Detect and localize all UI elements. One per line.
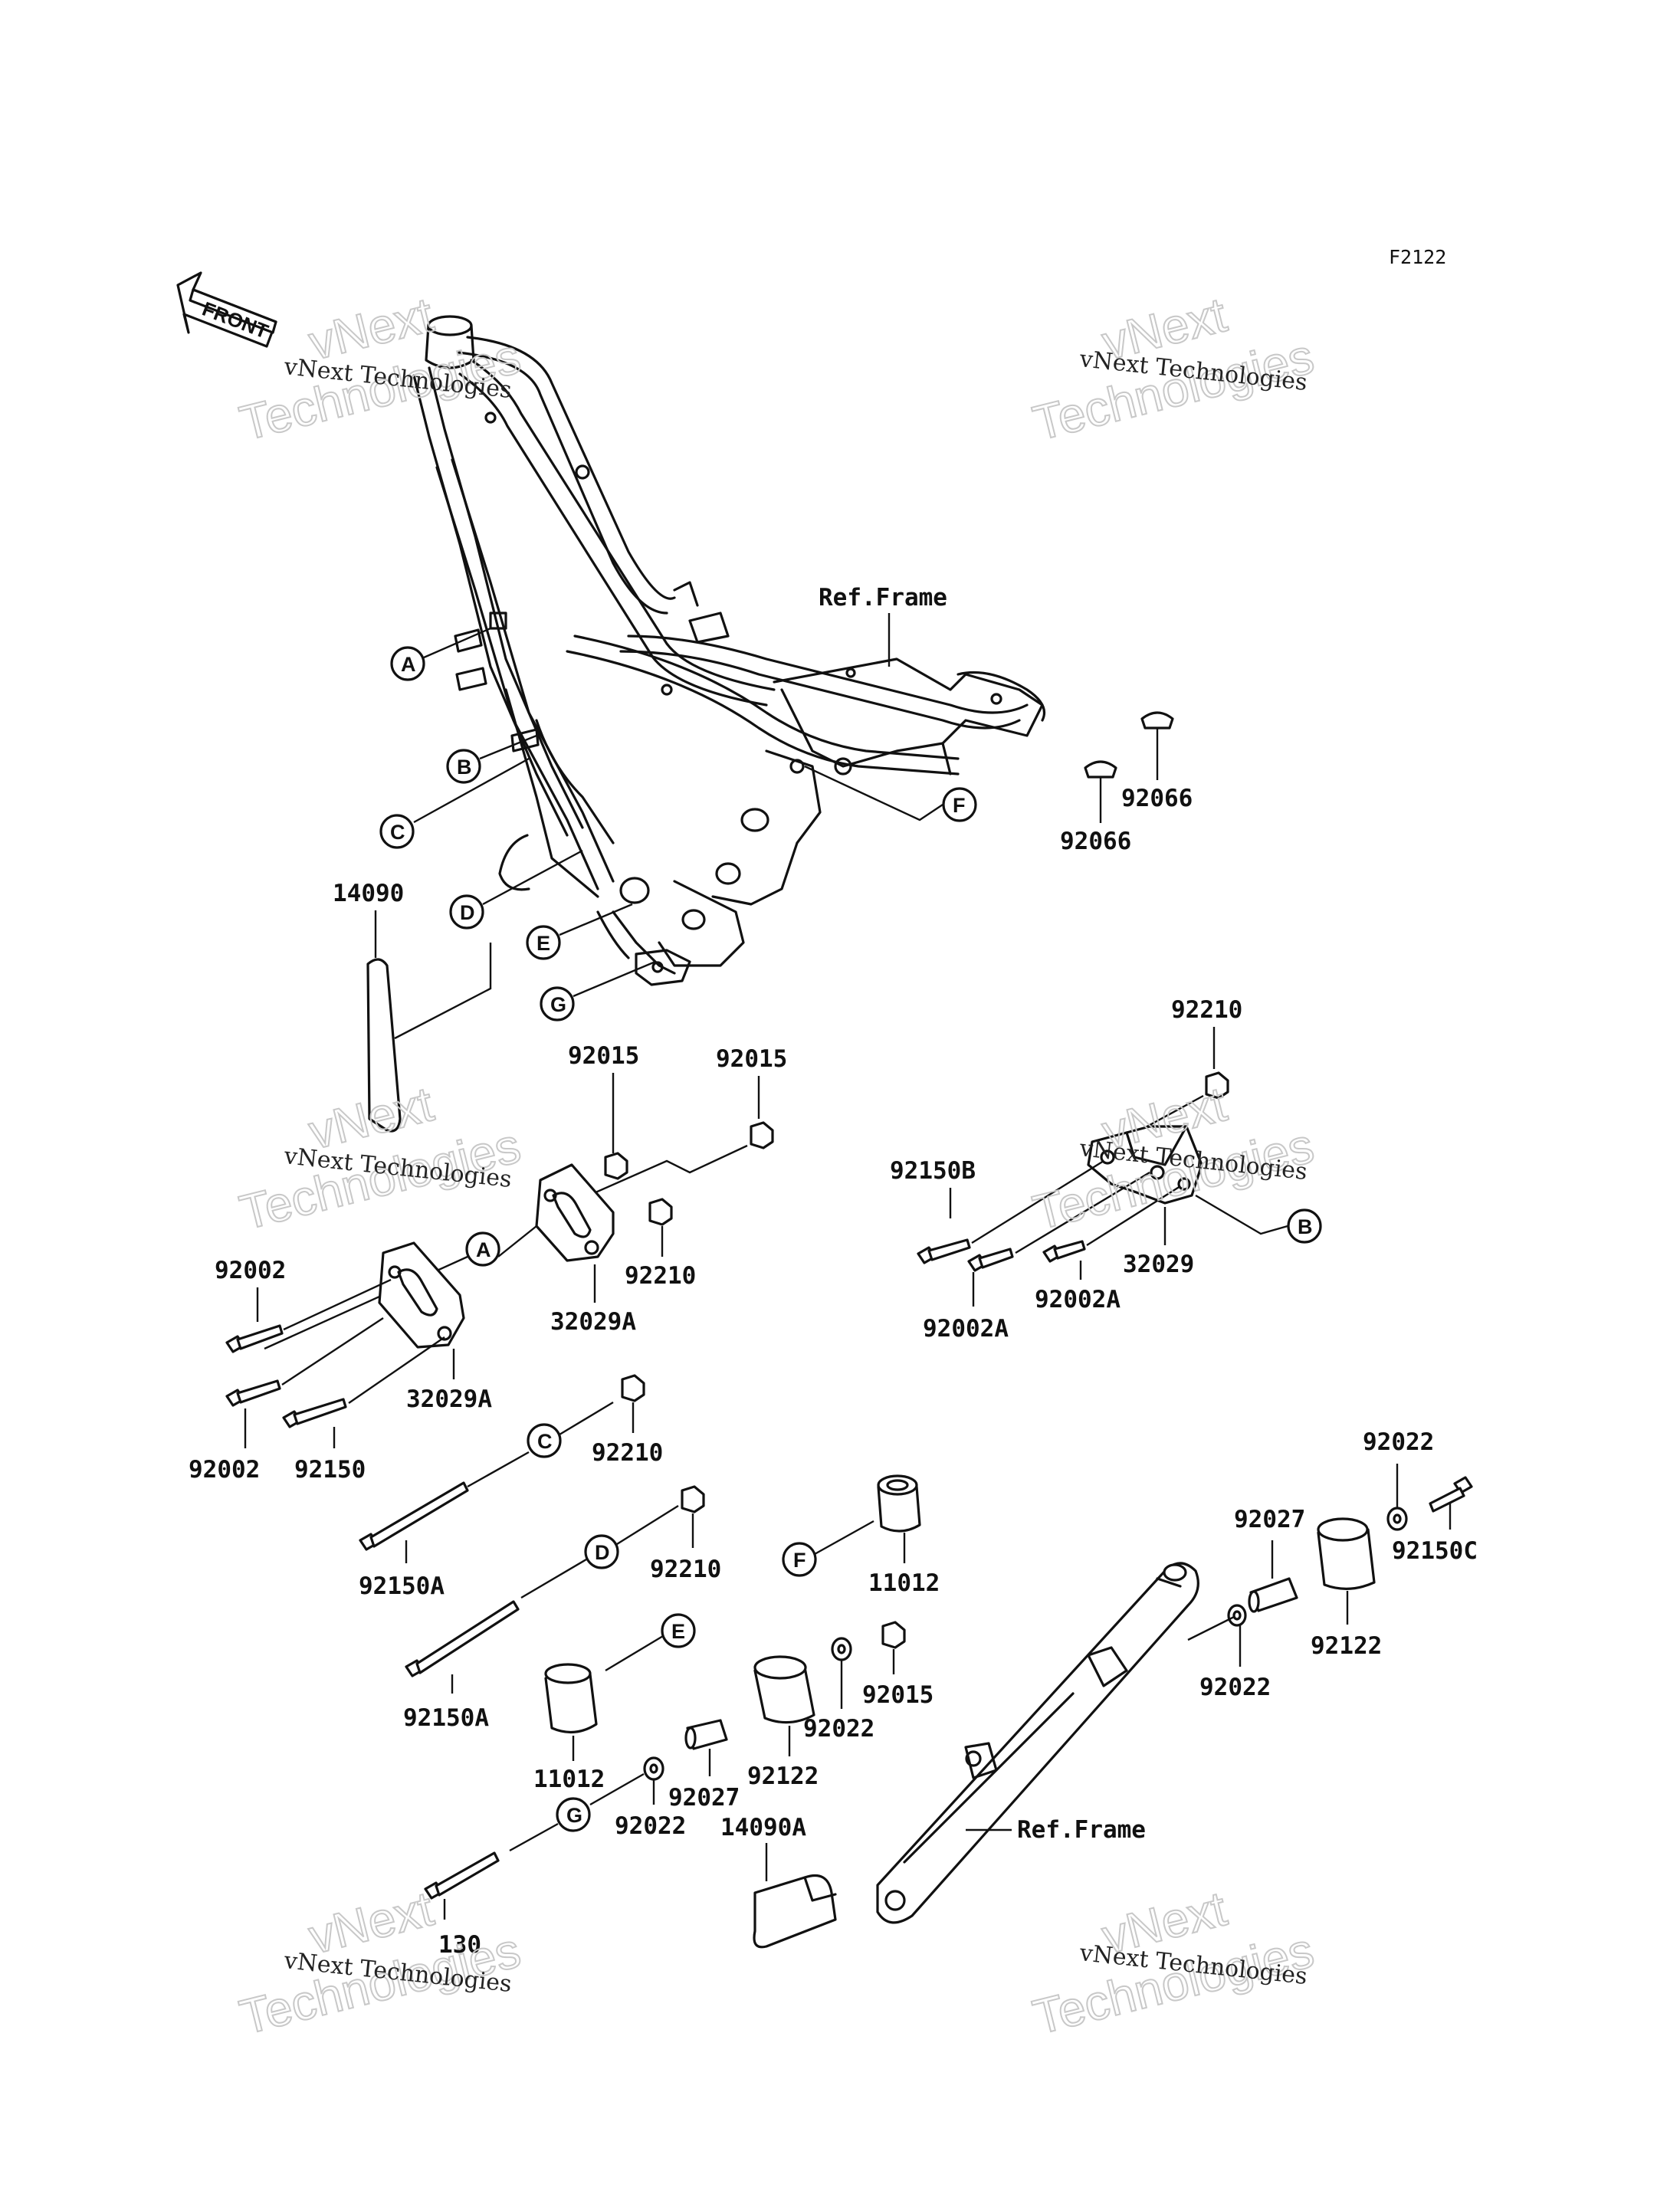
bolt-92002-a bbox=[225, 1324, 284, 1353]
label-32029A-a: 32029A bbox=[550, 1308, 636, 1336]
watermark-1: vNext Technologies vNext Technologies bbox=[234, 286, 527, 451]
callout-b: B bbox=[457, 756, 472, 779]
label-92150C: 92150C bbox=[1392, 1537, 1478, 1565]
callout-e-detail: E bbox=[671, 1620, 685, 1643]
callout-f-detail: F bbox=[793, 1549, 806, 1572]
label-92002-b: 92002 bbox=[189, 1456, 260, 1484]
callout-b-detail: B bbox=[1298, 1215, 1313, 1238]
label-92210-c: 92210 bbox=[592, 1439, 663, 1467]
label-92210-d: 92210 bbox=[650, 1556, 721, 1583]
label-92002A-b: 92002A bbox=[1035, 1286, 1121, 1313]
callout-f: F bbox=[953, 794, 966, 817]
label-92027-r: 92027 bbox=[1234, 1506, 1305, 1533]
label-32029: 32029 bbox=[1123, 1251, 1194, 1278]
label-92022-r: 92022 bbox=[1199, 1674, 1271, 1701]
label-92150: 92150 bbox=[294, 1456, 366, 1484]
label-92150B: 92150B bbox=[890, 1157, 976, 1185]
bush-11012-e bbox=[544, 1663, 598, 1733]
watermark-4: vNext Technologies vNext Technologies bbox=[1027, 1075, 1320, 1241]
bolt-92150A-c bbox=[359, 1481, 469, 1551]
callout-g: G bbox=[550, 993, 566, 1016]
callout-c-detail: C bbox=[537, 1430, 553, 1453]
label-92210-a: 92210 bbox=[625, 1262, 696, 1290]
label-14090: 14090 bbox=[333, 880, 404, 907]
right-engine-mount: 92210 B 32029 92150B 92002A bbox=[890, 996, 1322, 1343]
label-92122-r: 92122 bbox=[1311, 1632, 1382, 1660]
part-14090: 14090 bbox=[333, 880, 492, 1133]
bolt-92002A-b bbox=[1042, 1240, 1086, 1263]
label-92002A-a: 92002A bbox=[923, 1315, 1009, 1343]
bolt-92002A-a bbox=[967, 1248, 1014, 1272]
label-11012-e: 11012 bbox=[533, 1766, 605, 1793]
diagram-code: F2122 bbox=[1389, 246, 1446, 268]
label-92150A-c: 92150A bbox=[359, 1572, 445, 1600]
watermark-5: vNext Technologies vNext Technologies bbox=[234, 1880, 527, 2045]
frame-drawing bbox=[412, 315, 1046, 986]
bolt-92002-b bbox=[225, 1379, 281, 1407]
watermark-2: vNext Technologies vNext Technologies bbox=[1027, 286, 1320, 451]
label-32029A-b: 32029A bbox=[406, 1385, 492, 1413]
bolt-130 bbox=[424, 1851, 500, 1900]
label-92150A-d: 92150A bbox=[403, 1704, 489, 1732]
front-arrow-icon: FRONT bbox=[176, 271, 277, 348]
front-arrow-label: FRONT bbox=[199, 297, 271, 343]
callout-d: D bbox=[460, 901, 475, 924]
left-engine-mounts: 92015 92015 92210 32029A A 32029A 92002 bbox=[189, 1042, 787, 1484]
ref-frame-label-top: Ref.Frame bbox=[819, 584, 947, 612]
label-92015-a: 92015 bbox=[568, 1042, 639, 1070]
label-92210-top: 92210 bbox=[1171, 996, 1242, 1024]
label-92122-c: 92122 bbox=[747, 1763, 819, 1790]
bolt-92150B bbox=[917, 1238, 971, 1264]
label-92022-top-r: 92022 bbox=[1363, 1428, 1434, 1456]
callout-d-detail: D bbox=[595, 1541, 610, 1564]
part-92066-plugs: 92066 92066 bbox=[1060, 711, 1193, 855]
label-92002-a: 92002 bbox=[215, 1257, 286, 1284]
label-92022-c: 92022 bbox=[803, 1715, 874, 1743]
label-130: 130 bbox=[438, 1931, 481, 1959]
callout-a-detail: A bbox=[476, 1238, 491, 1261]
callout-e: E bbox=[536, 932, 550, 955]
watermark-3: vNext Technologies vNext Technologies bbox=[234, 1075, 527, 1241]
label-11012-f: 11012 bbox=[868, 1569, 940, 1597]
label-92066-b: 92066 bbox=[1060, 828, 1131, 855]
long-bolts: 92210 C 92150A 92210 D 92150A E bbox=[359, 1374, 721, 1959]
ref-frame-label-bottom: Ref.Frame bbox=[1017, 1816, 1146, 1844]
label-14090A: 14090A bbox=[720, 1814, 806, 1841]
watermark-6: vNext Technologies vNext Technologies bbox=[1027, 1880, 1320, 2045]
frame-callouts: A B C D E F G bbox=[379, 627, 977, 1021]
callout-a: A bbox=[401, 653, 416, 676]
callout-c: C bbox=[390, 821, 405, 844]
bush-and-spacers: F 11012 92015 92022 92122 92027 14090A bbox=[668, 1474, 940, 1949]
label-92022-g: 92022 bbox=[615, 1812, 686, 1840]
label-92015-c: 92015 bbox=[862, 1681, 934, 1709]
bolt-92150A-d bbox=[405, 1600, 520, 1677]
stand-assembly: Ref.Frame 92022 92027 92122 92022 92150C bbox=[876, 1428, 1478, 1924]
bolt-92150 bbox=[282, 1398, 347, 1428]
label-92027-c: 92027 bbox=[668, 1784, 740, 1812]
label-92015-b: 92015 bbox=[716, 1045, 787, 1073]
label-92066-a: 92066 bbox=[1121, 785, 1193, 812]
bolt-92150C bbox=[1429, 1476, 1473, 1513]
callout-g-detail: G bbox=[566, 1804, 582, 1827]
